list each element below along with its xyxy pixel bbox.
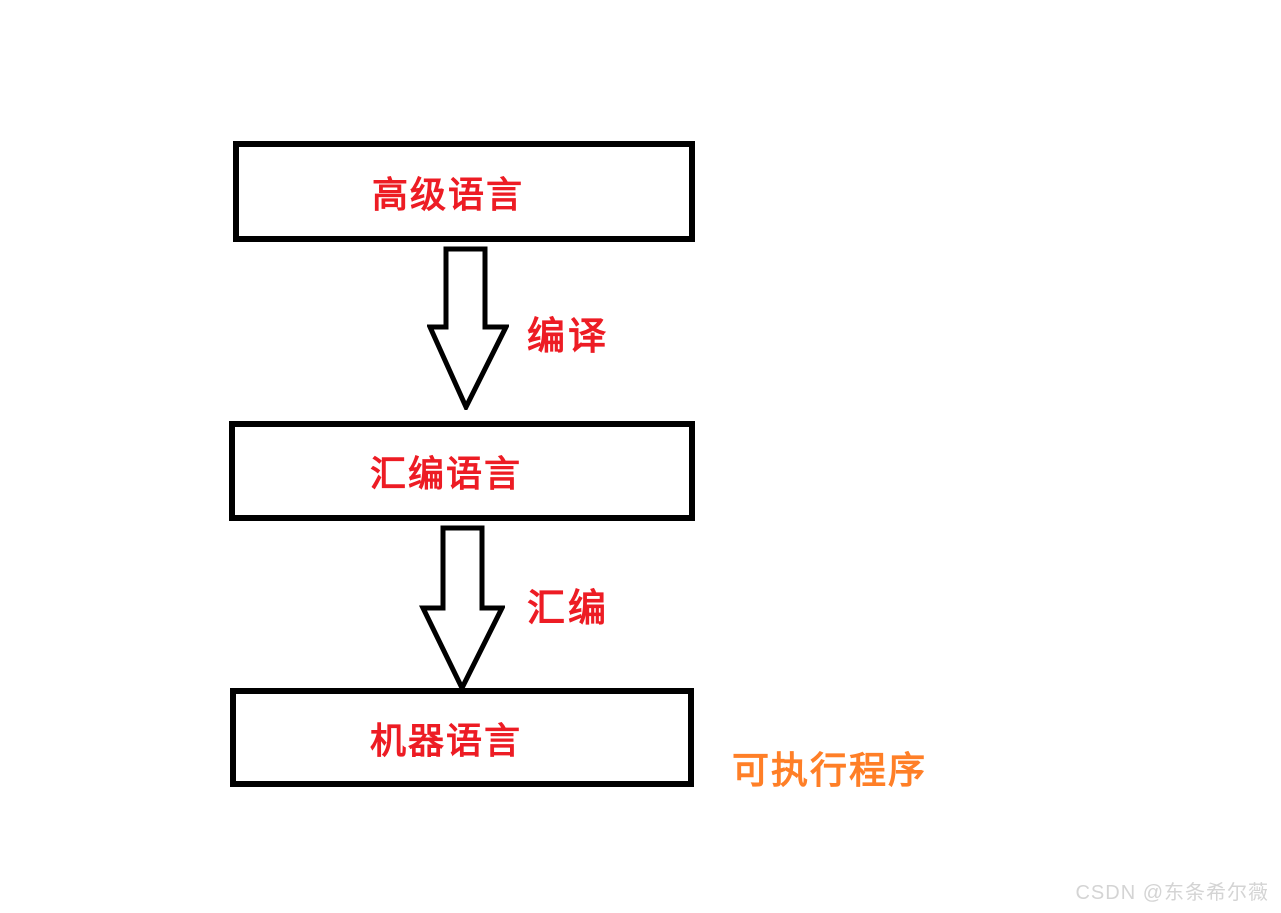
down-arrow-assemble-icon: [419, 525, 505, 691]
edge-label-compile: 编译: [527, 316, 610, 358]
node-machine-language: 机器语言: [230, 688, 694, 787]
node-assembly-language: 汇编语言: [229, 421, 695, 521]
watermark-csdn: CSDN @东条希尔薇: [1075, 882, 1269, 904]
annotation-executable-program: 可执行程序: [732, 750, 927, 791]
node-machine-language-label: 机器语言: [369, 719, 522, 761]
node-high-level-language: 高级语言: [233, 141, 695, 242]
edge-label-assemble: 汇编: [527, 588, 610, 630]
down-arrow-compile-icon: [427, 246, 509, 410]
node-assembly-language-label: 汇编语言: [369, 453, 522, 494]
node-high-level-language-label: 高级语言: [371, 173, 524, 215]
